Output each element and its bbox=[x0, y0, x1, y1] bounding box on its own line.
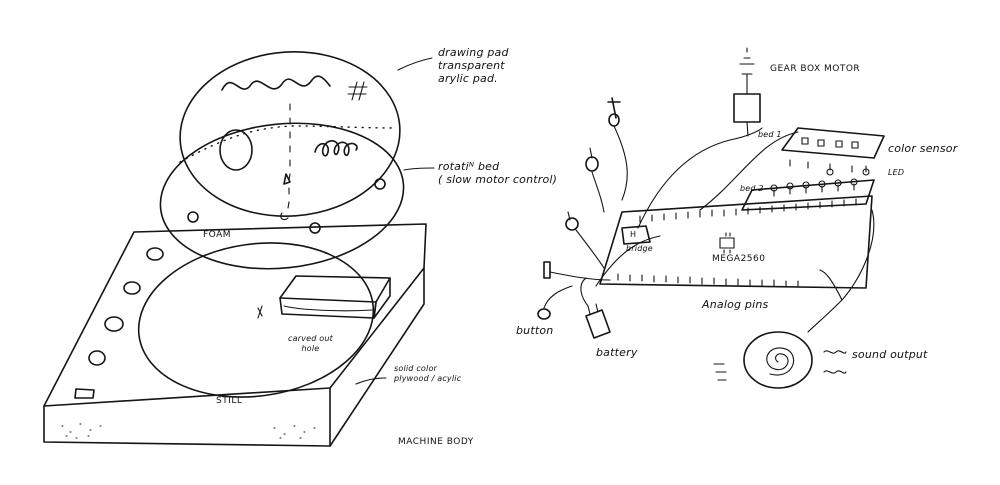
drawing-pad-label-line2: transparent bbox=[438, 59, 505, 72]
gearbox-label: GEAR BOX MOTOR bbox=[770, 64, 861, 74]
battery-label: battery bbox=[596, 346, 638, 359]
h-bridge bbox=[621, 225, 651, 245]
bridge-label: bridge bbox=[626, 244, 653, 253]
carved-hole-label-line1: carved out bbox=[288, 334, 333, 343]
bed1-label: bed 1 bbox=[758, 130, 782, 139]
speaker bbox=[743, 331, 813, 389]
h-label: H bbox=[630, 230, 637, 239]
body-material-label-line1: solid color bbox=[394, 364, 438, 373]
led-strip bbox=[741, 179, 875, 211]
still-label: STILL bbox=[216, 396, 243, 406]
rotating-bed-label: rotatiᴺ bed ( slow motor control) bbox=[438, 160, 557, 186]
analog-pins-label: Analog pins bbox=[702, 298, 769, 311]
spiral-scribble bbox=[314, 140, 358, 157]
color-sensor-label: color sensor bbox=[888, 142, 958, 155]
chip bbox=[719, 237, 735, 249]
knob bbox=[585, 156, 599, 172]
switch bbox=[607, 97, 621, 119]
rotating-bed-label-line1: rotatiᴺ bed bbox=[438, 160, 500, 173]
sound-waves-right bbox=[823, 350, 847, 374]
rotating-bed bbox=[159, 122, 405, 270]
sound-waves-left bbox=[713, 363, 727, 381]
electronics bbox=[537, 47, 885, 389]
gearbox-motor bbox=[733, 93, 761, 123]
rotating-bed-label-line2: ( slow motor control) bbox=[438, 173, 558, 186]
pad-leader bbox=[397, 57, 433, 71]
battery-body bbox=[585, 309, 611, 339]
bed2-label: bed 2 bbox=[740, 184, 764, 193]
body-material-label-line2: plywood / acylic bbox=[394, 374, 462, 383]
mega-board bbox=[599, 195, 873, 289]
drawing-pad bbox=[179, 51, 401, 221]
fuse bbox=[543, 261, 551, 279]
pad-circle bbox=[219, 129, 253, 171]
bed-leader bbox=[403, 167, 435, 171]
hash-symbol bbox=[347, 81, 368, 101]
carved-hole-label-line2: hole bbox=[301, 344, 320, 353]
body-material-label: solid color plywood / acylic bbox=[394, 364, 461, 384]
button-label: button bbox=[516, 324, 554, 337]
board-label: MEGA2560 bbox=[712, 254, 766, 264]
drawing-pad-label-line3: arylic pad. bbox=[438, 72, 498, 85]
carved-hole-label: carved out hole bbox=[288, 334, 333, 354]
color-sensor-board bbox=[781, 127, 885, 159]
button-body bbox=[537, 308, 551, 320]
pot bbox=[565, 217, 579, 231]
body-leader bbox=[355, 377, 387, 385]
drawing-pad-label: drawing pad transparent arylic pad. bbox=[438, 46, 509, 85]
wavy-scribble bbox=[221, 75, 331, 91]
machine-body-label: MACHINE BODY bbox=[398, 437, 474, 447]
machine-body bbox=[43, 223, 427, 447]
led-label: LED bbox=[888, 168, 905, 177]
sound-output-label: sound output bbox=[852, 348, 928, 361]
drawing-pad-label-line1: drawing pad bbox=[438, 46, 509, 59]
foam-label: FOAM bbox=[203, 230, 232, 240]
